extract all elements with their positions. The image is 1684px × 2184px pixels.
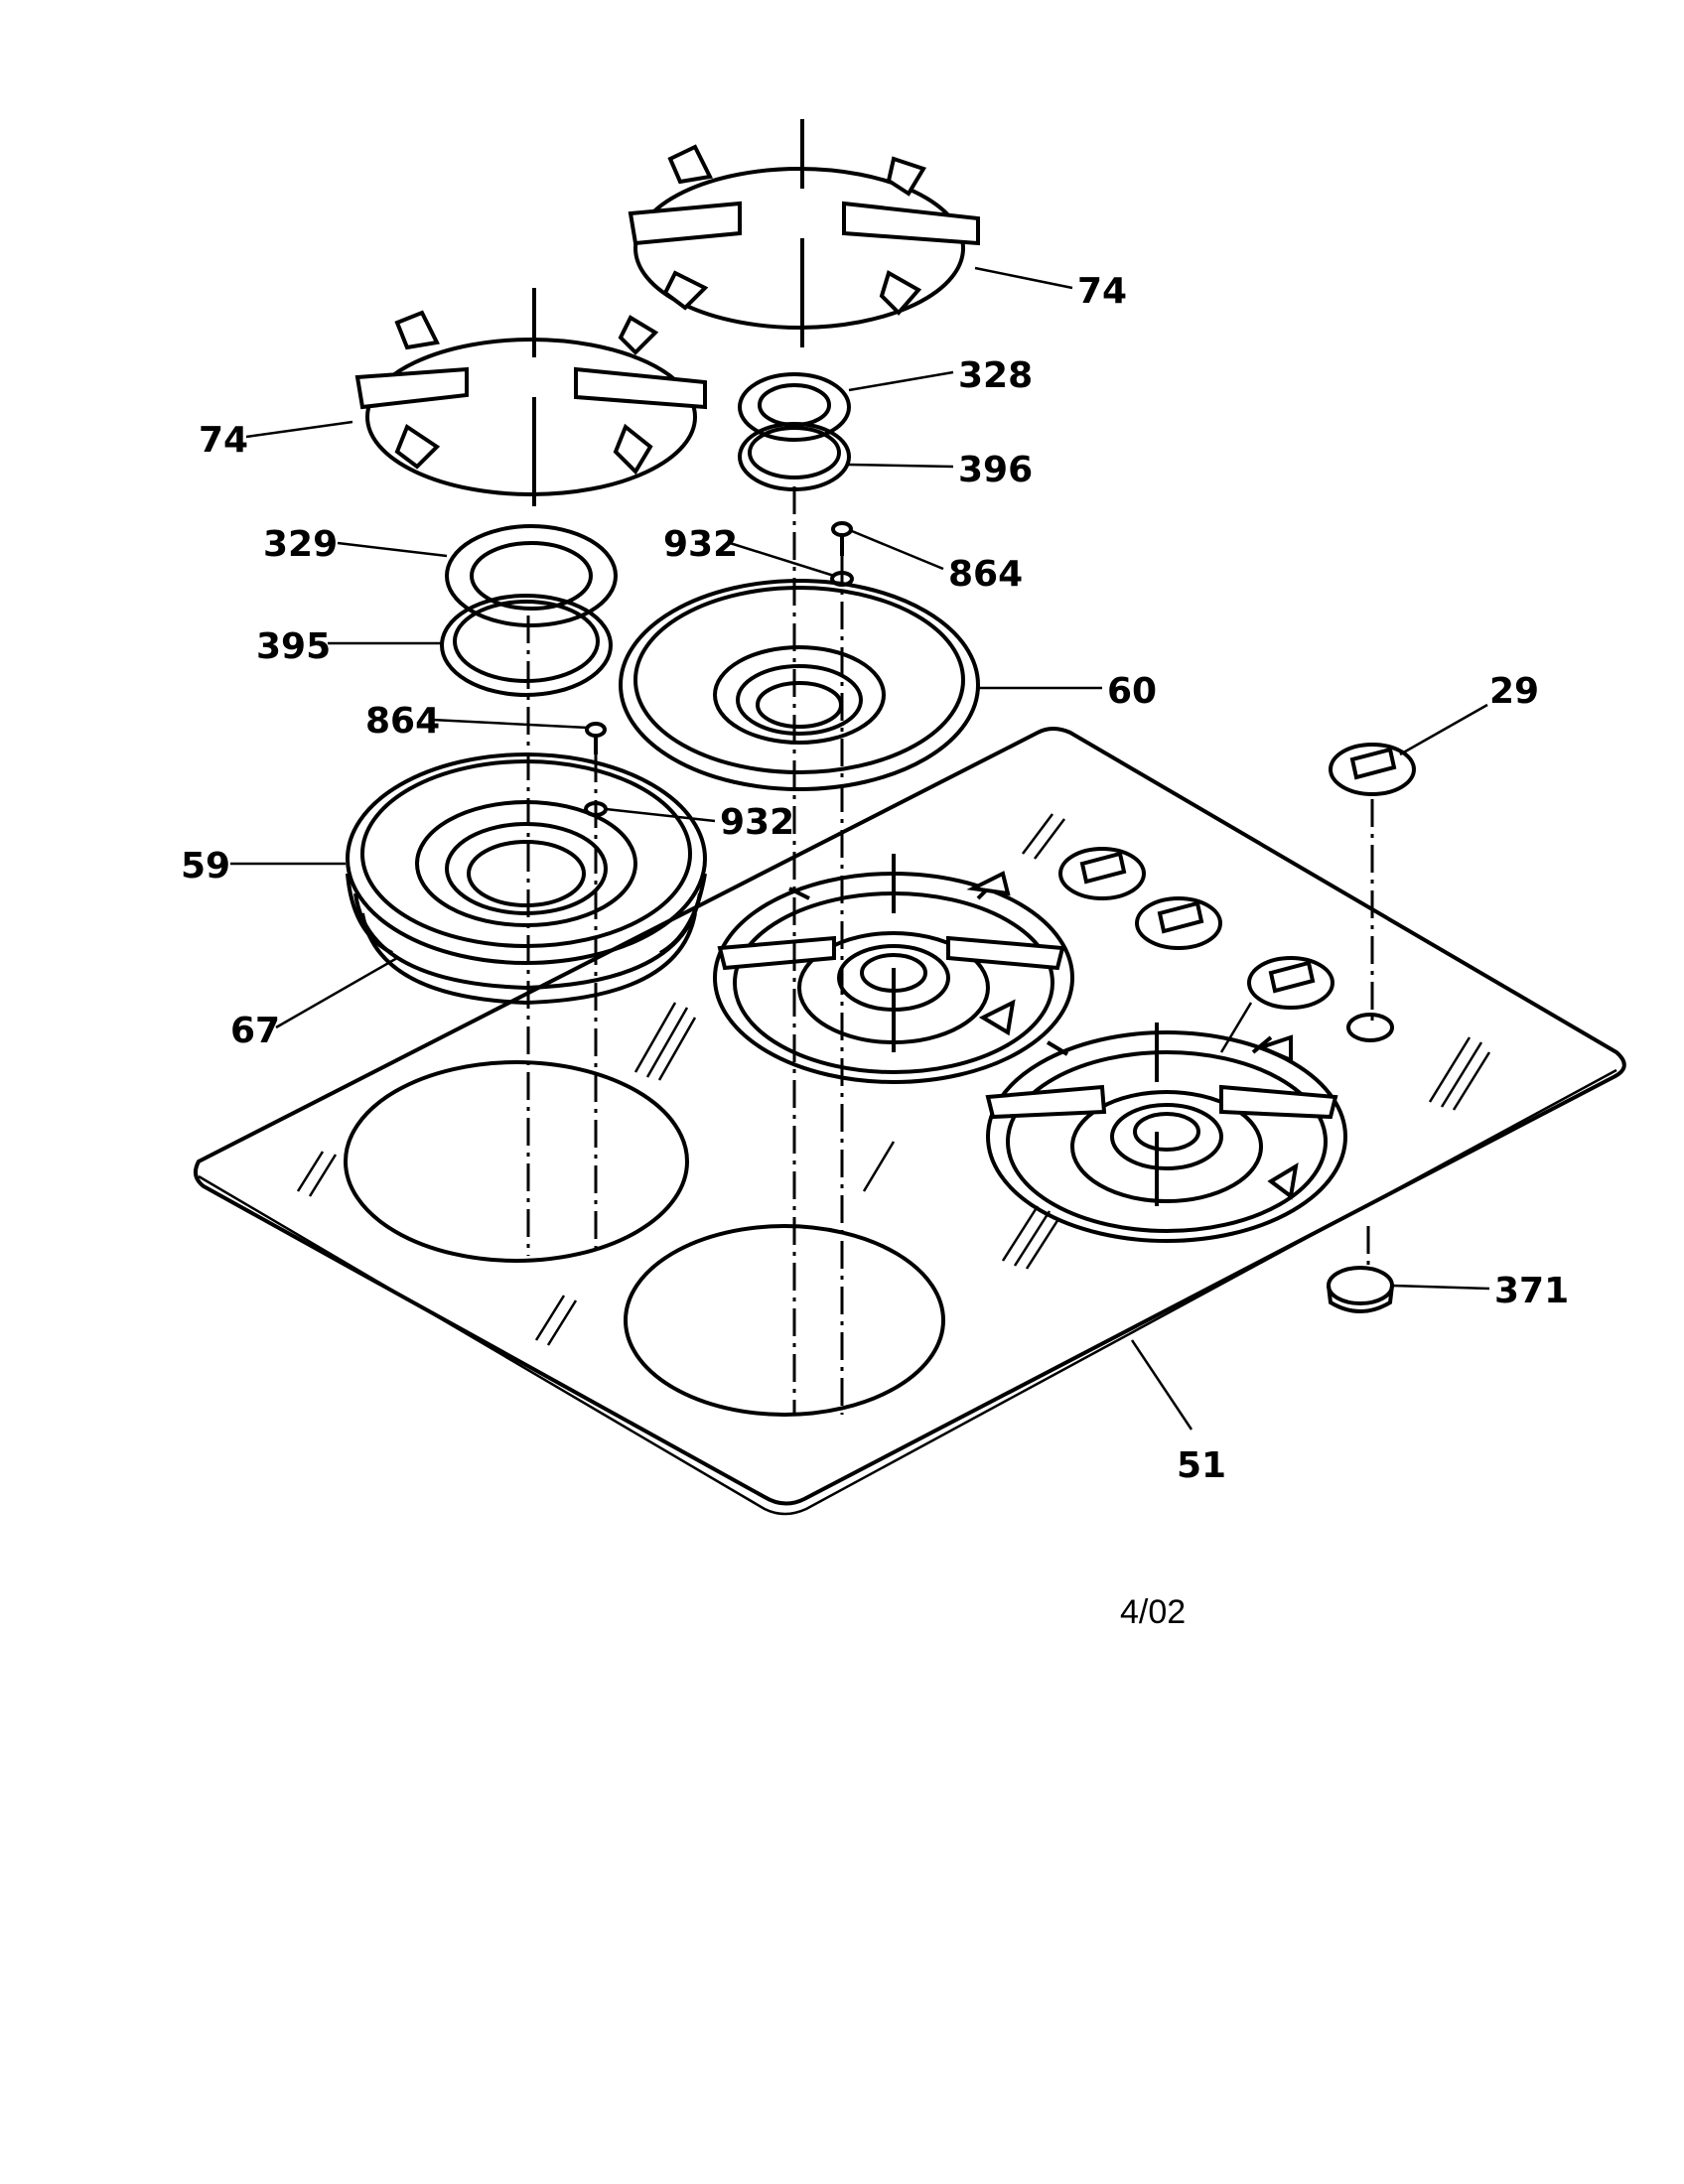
glass-reflection-marks bbox=[296, 813, 1491, 1346]
assembled-burner-rear bbox=[713, 854, 1074, 1084]
control-knobs bbox=[1058, 743, 1416, 1313]
revision-date: 4/02 bbox=[1120, 1593, 1186, 1631]
exploded-grate-left bbox=[354, 288, 707, 506]
screw-864-left bbox=[585, 722, 607, 754]
exploded-ring-67 bbox=[353, 892, 702, 1006]
callout-51: 51 bbox=[1177, 1445, 1226, 1486]
callout-labels: 74 74 328 396 329 932 864 395 60 29 864 … bbox=[181, 271, 1569, 1486]
callout-932-upper: 932 bbox=[663, 524, 738, 565]
callout-59: 59 bbox=[181, 846, 230, 887]
callout-74-right: 74 bbox=[1077, 271, 1127, 312]
exploded-head-395 bbox=[440, 594, 613, 697]
callout-371: 371 bbox=[1494, 1271, 1569, 1311]
exploded-grate-right bbox=[628, 119, 980, 347]
callout-74-left: 74 bbox=[199, 420, 248, 461]
knob-3 bbox=[1247, 956, 1334, 1010]
exploded-cap-329 bbox=[445, 524, 618, 627]
knob-1 bbox=[1058, 847, 1146, 900]
callout-864-lower: 864 bbox=[365, 701, 440, 742]
exploded-cap-328 bbox=[738, 372, 851, 442]
exploded-head-396 bbox=[738, 422, 851, 491]
callout-328: 328 bbox=[958, 355, 1033, 396]
assembled-burner-front bbox=[985, 1023, 1347, 1243]
cooktop-glass bbox=[193, 727, 1626, 1516]
callout-29: 29 bbox=[1489, 671, 1539, 712]
callout-67: 67 bbox=[230, 1011, 280, 1051]
grommet-371 bbox=[1327, 1266, 1394, 1313]
exploded-bowl-59 bbox=[346, 752, 707, 965]
callout-329: 329 bbox=[263, 524, 338, 565]
callout-395: 395 bbox=[256, 626, 331, 667]
exploded-bowl-60 bbox=[619, 579, 980, 791]
callout-60: 60 bbox=[1107, 671, 1157, 712]
assembly-center-lines bbox=[526, 486, 1374, 1415]
knob-2 bbox=[1135, 896, 1222, 950]
callout-396: 396 bbox=[958, 450, 1033, 490]
screw-864-right bbox=[831, 521, 853, 556]
knob-29 bbox=[1329, 743, 1416, 796]
callout-932-lower: 932 bbox=[720, 802, 794, 843]
callout-864-upper: 864 bbox=[948, 554, 1023, 595]
knob-hole bbox=[1346, 1013, 1394, 1042]
leader-lines bbox=[230, 266, 1490, 1431]
